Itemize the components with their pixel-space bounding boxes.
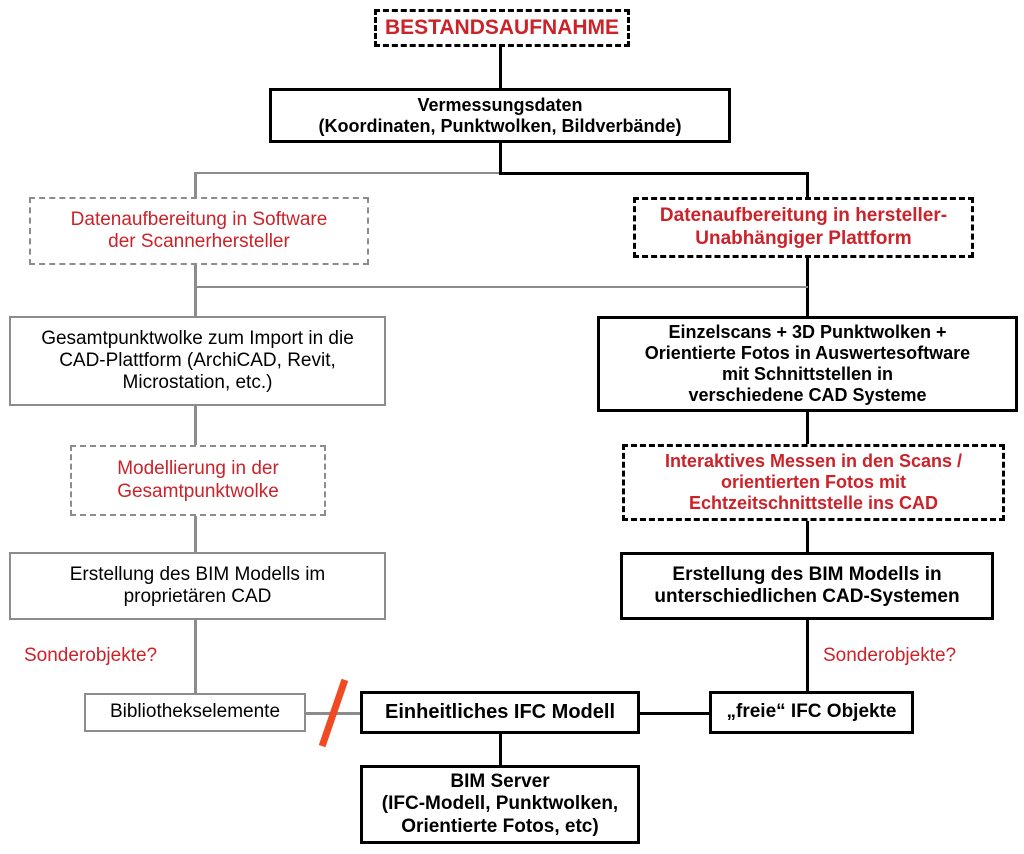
label-sonderobjekte-left: Sonderobjekte? <box>24 645 158 666</box>
node-freie-ifc[interactable]: „freie“ IFC Objekte <box>709 691 914 734</box>
connector-to-scanner-branch <box>194 172 197 198</box>
connector-gesamtpunktwolke-to-modellierung <box>194 406 197 448</box>
node-datenaufbereitung-hersteller[interactable]: Datenaufbereitung in hersteller- Unabhän… <box>633 197 974 258</box>
node-datenaufbereitung-hersteller-label: Datenaufbereitung in hersteller- Unabhän… <box>659 205 948 249</box>
node-bestandsaufnahme[interactable]: BESTANDSAUFNAHME <box>374 9 630 47</box>
node-datenaufbereitung-scanner-label: Datenaufbereitung in Software der Scanne… <box>70 208 328 252</box>
node-vermessungsdaten[interactable]: Vermessungsdaten (Koordinaten, Punktwolk… <box>269 88 731 143</box>
node-bim-proprietaer[interactable]: Erstellung des BIM Modells im proprietär… <box>9 552 386 620</box>
node-modellierung[interactable]: Modellierung in der Gesamtpunktwolke <box>70 445 326 516</box>
connector-scanner-to-gesamtpunktwolke <box>194 265 197 317</box>
connector-messen-to-bim <box>806 521 809 553</box>
connector-bim-to-freie-ifc <box>806 620 809 693</box>
node-einzelscans-label: Einzelscans + 3D Punktwolken + Orientier… <box>644 322 971 405</box>
node-interaktives-messen[interactable]: Interaktives Messen in den Scans / orien… <box>622 444 1005 521</box>
node-bibliothekselemente[interactable]: Bibliothekselemente <box>84 693 306 732</box>
node-bim-server[interactable]: BIM Server (IFC-Modell, Punktwolken, Ori… <box>360 765 640 844</box>
node-modellierung-label: Modellierung in der Gesamtpunktwolke <box>117 458 279 502</box>
node-einzelscans[interactable]: Einzelscans + 3D Punktwolken + Orientier… <box>597 316 1018 412</box>
node-einheitliches-ifc[interactable]: Einheitliches IFC Modell <box>360 691 640 734</box>
label-sonderobjekte-right: Sonderobjekte? <box>823 645 957 666</box>
connector-vermessungsdaten-down <box>499 142 502 174</box>
connector-split-bar-right <box>499 172 809 175</box>
node-gesamtpunktwolke[interactable]: Gesamtpunktwolke zum Import in die CAD-P… <box>9 316 386 406</box>
node-bestandsaufnahme-label: BESTANDSAUFNAHME <box>384 15 620 39</box>
node-datenaufbereitung-scanner[interactable]: Datenaufbereitung in Software der Scanne… <box>29 197 369 265</box>
node-bim-server-label: BIM Server (IFC-Modell, Punktwolken, Ori… <box>381 771 619 837</box>
connector-cross-link-gray <box>194 286 808 288</box>
connector-modellierung-to-bim <box>194 516 197 552</box>
connector-split-bar-left <box>194 172 502 174</box>
connector-bim-to-bibliothekselemente <box>194 620 197 693</box>
node-interaktives-messen-label: Interaktives Messen in den Scans / orien… <box>664 451 963 513</box>
node-bim-unterschiedlich-label: Erstellung des BIM Modells in unterschie… <box>654 563 960 607</box>
node-freie-ifc-label: „freie“ IFC Objekte <box>726 701 897 723</box>
connector-ifc-to-bim-server <box>499 734 502 766</box>
node-einheitliches-ifc-label: Einheitliches IFC Modell <box>384 700 616 723</box>
connector-einzelscans-to-messen <box>806 412 809 446</box>
node-gesamtpunktwolke-label: Gesamtpunktwolke zum Import in die CAD-P… <box>41 327 354 394</box>
node-bim-unterschiedlich[interactable]: Erstellung des BIM Modells in unterschie… <box>620 552 994 620</box>
connector-to-hersteller-branch <box>806 172 809 198</box>
node-vermessungsdaten-label: Vermessungsdaten (Koordinaten, Punktwolk… <box>318 94 682 136</box>
connector-title-to-vermessungsdaten <box>499 46 502 88</box>
connector-ifc-to-freie-ifc <box>638 712 711 715</box>
node-bim-proprietaer-label: Erstellung des BIM Modells im proprietär… <box>69 563 326 607</box>
node-bibliothekselemente-label: Bibliothekselemente <box>109 701 281 723</box>
